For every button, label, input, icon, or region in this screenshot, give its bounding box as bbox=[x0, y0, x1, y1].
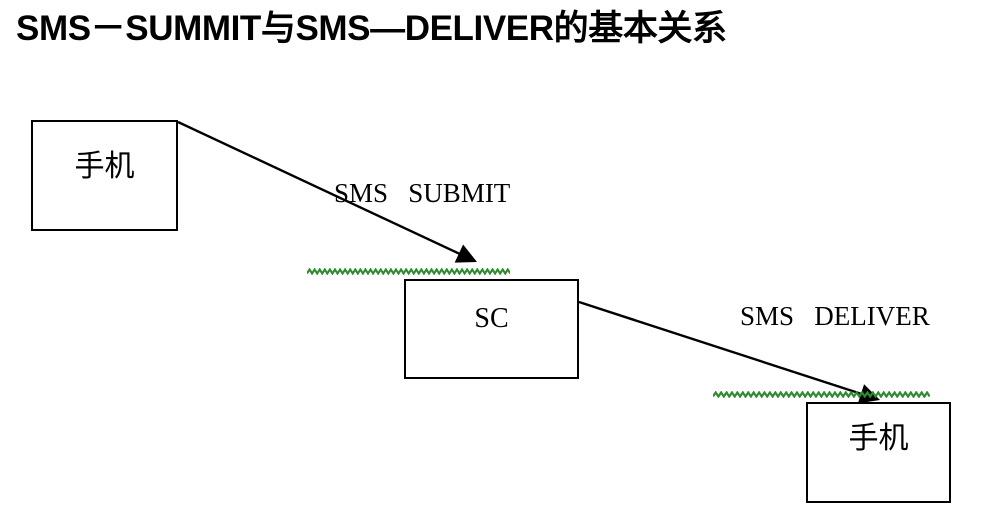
node-sc: SC bbox=[404, 279, 579, 379]
node-phone-source: 手机 bbox=[31, 120, 178, 231]
diagram-title: SMS－SUMMIT与SMS—DELIVER的基本关系 bbox=[16, 9, 727, 48]
spellcheck-squiggle-icon bbox=[307, 268, 511, 275]
node-phone-source-label: 手机 bbox=[74, 149, 135, 184]
edge-label-sms-deliver: SMS DELIVER bbox=[713, 271, 930, 398]
edge-label-sms-deliver-text: SMS DELIVER bbox=[740, 301, 930, 331]
node-phone-target-label: 手机 bbox=[848, 421, 909, 456]
edge-label-sms-submit: SMS SUBMIT bbox=[307, 148, 511, 275]
edge-label-sms-submit-text: SMS SUBMIT bbox=[334, 178, 511, 208]
node-phone-target: 手机 bbox=[806, 402, 951, 503]
spellcheck-squiggle-icon bbox=[713, 391, 930, 398]
node-sc-label: SC bbox=[474, 303, 509, 334]
